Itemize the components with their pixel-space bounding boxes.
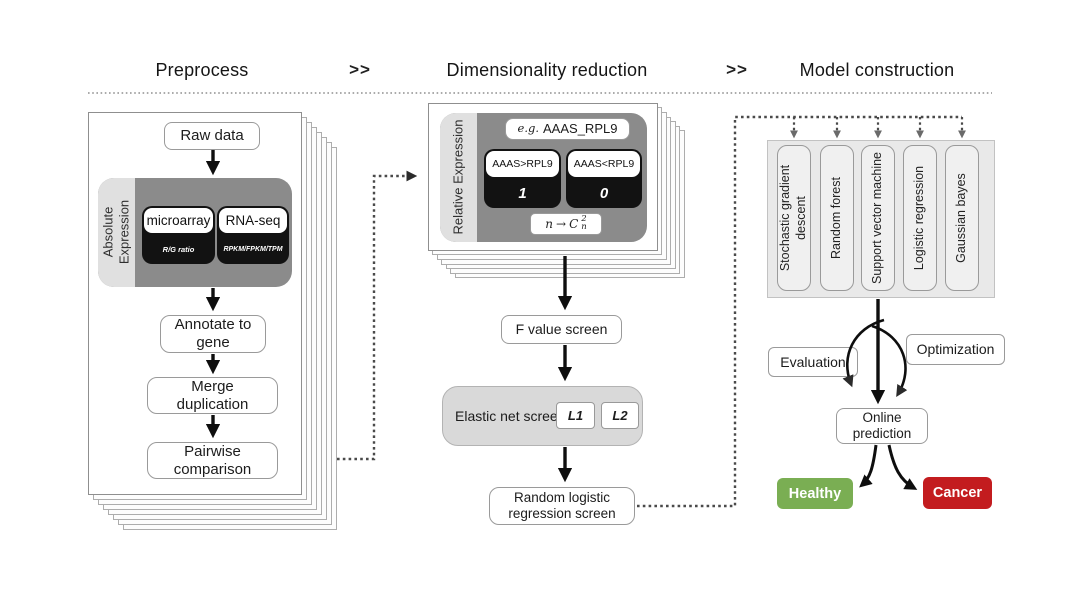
- greater-value: 1: [518, 185, 527, 202]
- less-value: 0: [599, 185, 609, 202]
- microarray-box: microarray R/G ratio: [142, 206, 215, 264]
- model-label-random-forest: Random forest: [829, 177, 844, 259]
- microarray-label: microarray: [144, 208, 213, 233]
- formula-sub: n: [581, 222, 587, 232]
- elastic-net-label: Elastic net screen: [455, 408, 566, 424]
- model-label-gaussian-bayes: Gaussian bayes: [954, 173, 969, 263]
- model-label-svm: Support vector machine: [870, 152, 885, 285]
- stage-title-dimensionality: Dimensionality reduction: [446, 59, 648, 80]
- optimization-box: Optimization: [906, 334, 1005, 365]
- example-value: AAAS_RPL9: [543, 121, 618, 137]
- l1-box: L1: [556, 402, 595, 429]
- greater-encoding-box: AAAS>RPL9 1: [484, 149, 561, 208]
- less-encoding-box: AAAS<RPL9 0: [566, 149, 642, 208]
- model-label-logistic-regression: Logistic regression: [912, 165, 927, 271]
- online-prediction-box: Online prediction: [836, 408, 928, 444]
- random-logistic-regression-box: Random logistic regression screen: [489, 487, 635, 525]
- arrow-right-icon: →: [556, 216, 567, 231]
- formula-lhs: n: [545, 216, 553, 231]
- greater-label: AAAS>RPL9: [486, 151, 559, 177]
- stage-title-model: Model construction: [799, 59, 955, 80]
- combination-formula-box: n → C 2 n: [530, 213, 602, 235]
- healthy-outcome-box: Healthy: [777, 478, 853, 509]
- absolute-expression-tab: [98, 178, 135, 287]
- stage-separator-icon: >>: [726, 60, 748, 79]
- pairwise-comparison-box: Pairwise comparison: [147, 442, 278, 479]
- l2-box: L2: [601, 402, 639, 429]
- absolute-expression-label: Absolute Expression: [100, 199, 132, 265]
- microarray-metric: R/G ratio: [162, 245, 195, 254]
- less-label: AAAS<RPL9: [568, 151, 640, 177]
- rna-seq-metric: RPKM/FPKM/TPM: [223, 246, 283, 253]
- stage-separator-icon: >>: [349, 60, 371, 79]
- rna-seq-box: RNA-seq RPKM/FPKM/TPM: [217, 206, 289, 264]
- model-label-sgd: Stochastic gradient descent: [778, 164, 808, 272]
- formula-sup: 2: [581, 214, 587, 225]
- evaluation-box: Evaluation: [768, 347, 858, 377]
- relative-expression-tab: [440, 113, 477, 242]
- relative-expression-label: Relative Expression: [450, 119, 466, 235]
- rna-seq-label: RNA-seq: [219, 208, 287, 233]
- preprocess-card: [88, 112, 302, 495]
- example-pair-box: e.g. AAAS_RPL9: [505, 118, 630, 140]
- stage-title-preprocess: Preprocess: [155, 59, 249, 80]
- merge-duplication-box: Merge duplication: [147, 377, 278, 414]
- formula-base: C: [569, 216, 579, 231]
- raw-data-box: Raw data: [164, 122, 260, 150]
- annotate-to-gene-box: Annotate to gene: [160, 315, 266, 353]
- f-value-screen-box: F value screen: [501, 315, 622, 344]
- example-prefix: e.g.: [517, 121, 540, 136]
- cancer-outcome-box: Cancer: [923, 477, 992, 509]
